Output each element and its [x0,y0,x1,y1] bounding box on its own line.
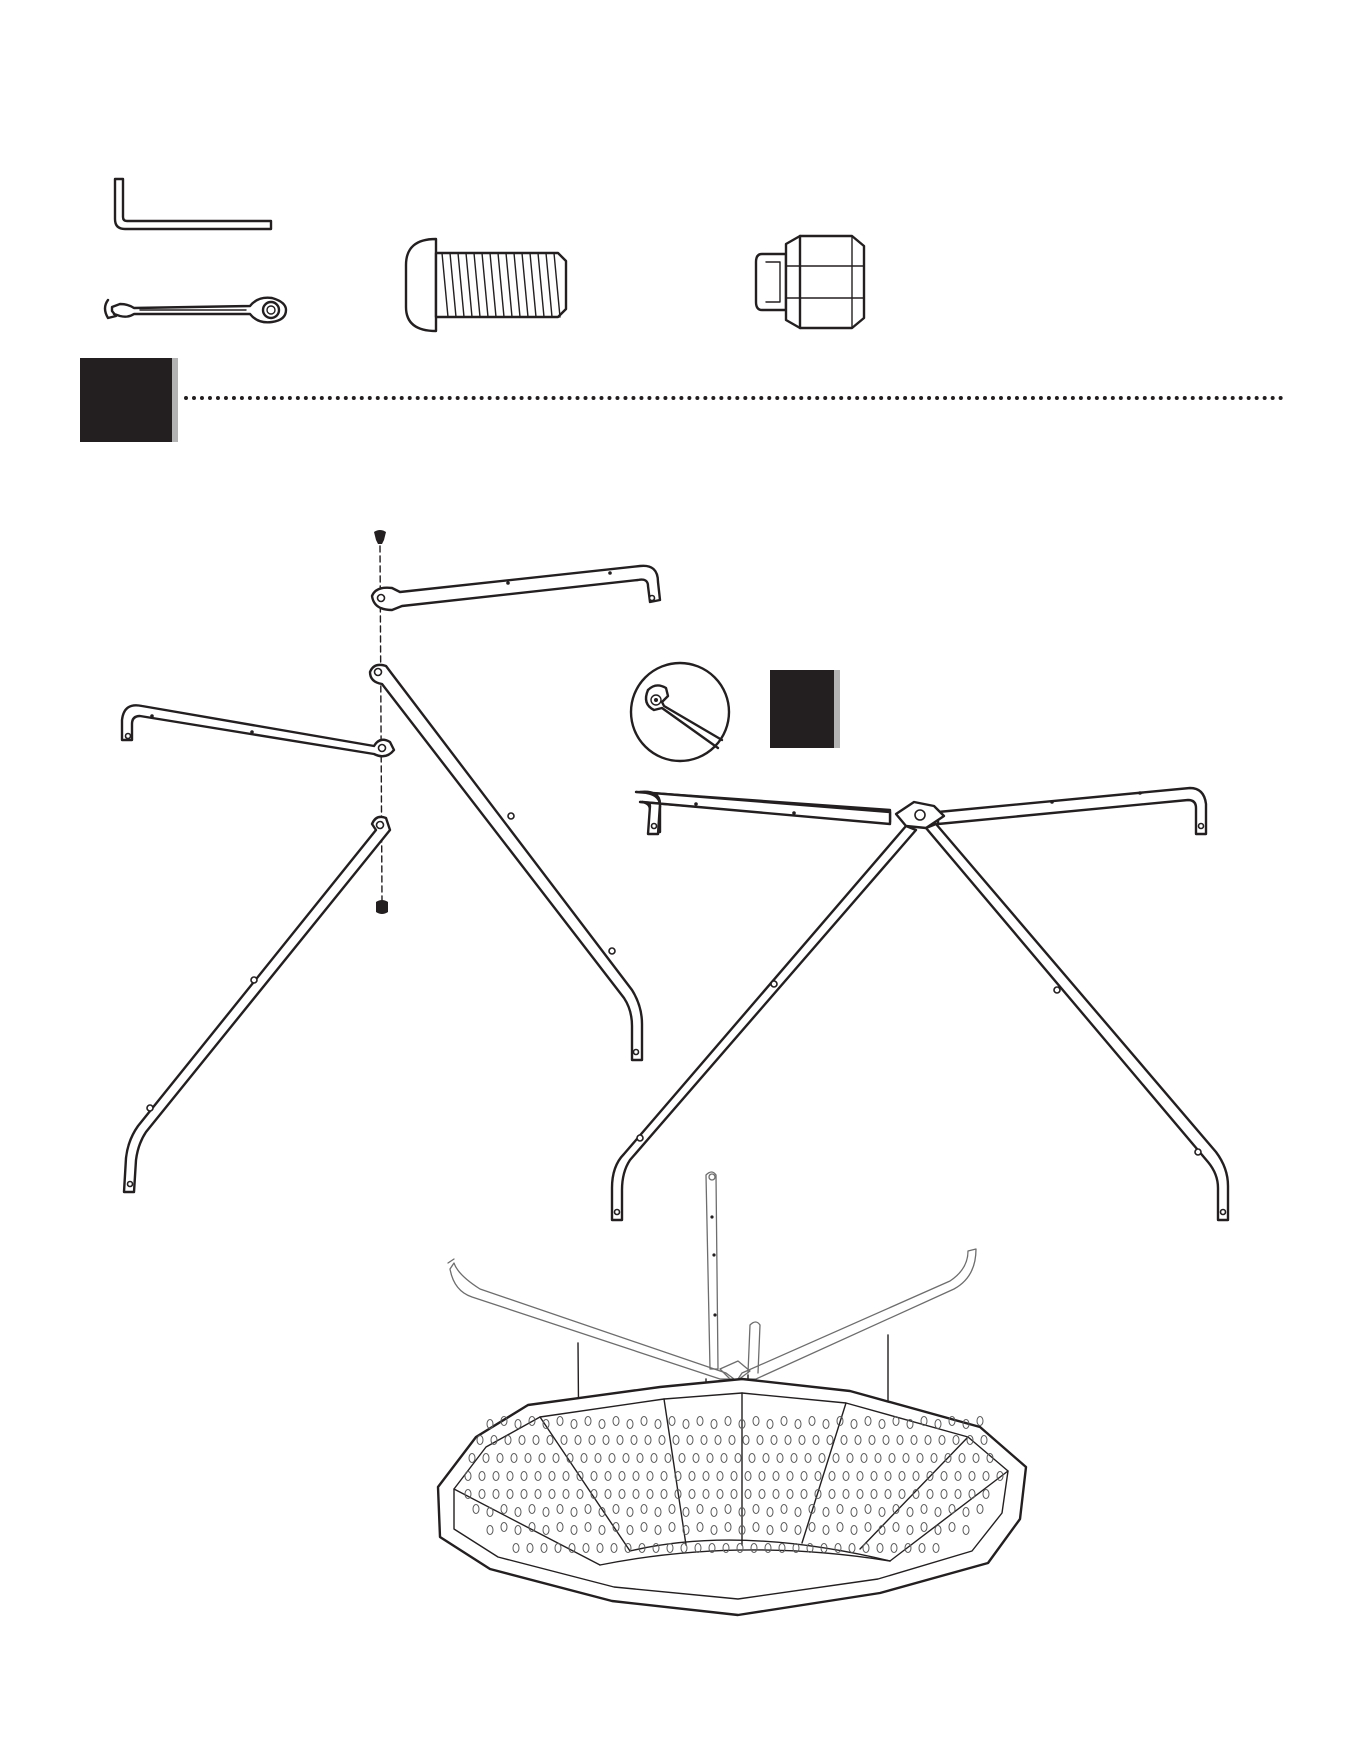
substep-badge [770,670,834,748]
lock-nut-icon [752,232,872,332]
dotted-divider [184,396,1284,400]
step-number-badge [80,358,172,442]
frame-into-basket-icon [420,1165,1040,1625]
button-head-bolt-icon [402,235,572,335]
open-end-wrench-icon [100,290,290,330]
allen-key-icon [105,175,275,235]
wrench-tighten-detail-icon [628,660,732,764]
